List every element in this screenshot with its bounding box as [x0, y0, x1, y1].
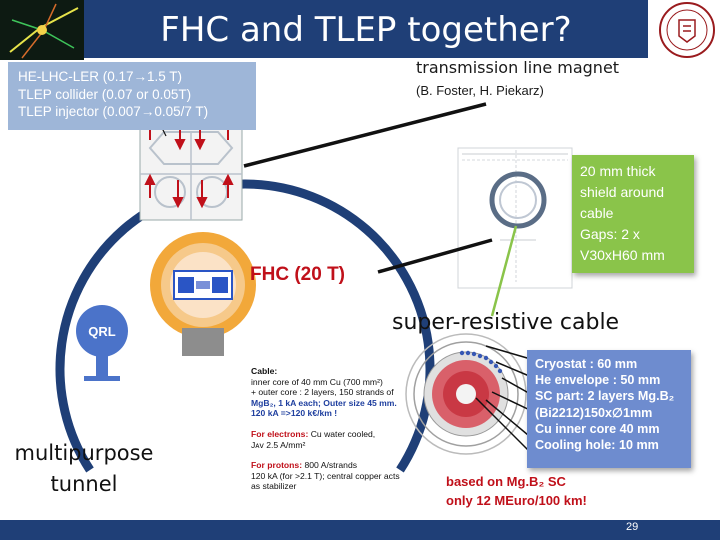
cost-note: based on Mg.B₂ SC only 12 MEuro/100 km!: [446, 472, 587, 510]
transmission-line-section: [458, 148, 572, 288]
cable-spec: Cooling hole: 10 mm: [535, 437, 691, 453]
note-line: based on Mg.B₂ SC: [446, 472, 587, 491]
magnet-credit: (B. Foster, H. Piekarz): [416, 83, 646, 98]
tunnel-line: multipurpose: [4, 438, 164, 469]
electrons-text: Cu water cooled,: [311, 429, 376, 439]
protons-line: as stabilizer: [251, 481, 431, 492]
cable-line: MgB₂, 1 kA each; Outer size 45 mm.: [251, 398, 431, 409]
cable-heading: Cable:: [251, 366, 431, 377]
cable-spec: He envelope : 50 mm: [535, 372, 691, 388]
shield-line: shield around: [580, 182, 694, 203]
shield-info-box: 20 mm thick shield around cable Gaps: 2 …: [572, 155, 694, 273]
energy-notes-box: HE-LHC-LER (0.17→1.5 T) TLEP collider (0…: [8, 62, 256, 130]
qrl-label: QRL: [88, 324, 116, 339]
qrl-pipe: [76, 305, 128, 381]
shield-line: Gaps: 2 x: [580, 224, 694, 245]
fhc-label: FHC (20 T): [250, 264, 345, 286]
footer-bar: [0, 520, 720, 540]
tunnel-label: multipurpose tunnel: [4, 438, 164, 500]
protons-text: 800 A/strands: [304, 460, 357, 470]
cable-specs-box: Cryostat : 60 mm He envelope : 50 mm SC …: [527, 350, 691, 468]
cable-line: inner core of 40 mm Cu (700 mm²): [251, 377, 431, 388]
cable-description: Cable: inner core of 40 mm Cu (700 mm²) …: [251, 366, 431, 492]
energy-note: TLEP collider (0.07 or 0.05T): [18, 86, 256, 104]
cable-line: 120 kA =>120 k€/km !: [251, 408, 431, 419]
magnet-label: transmission line magnet (B. Foster, H. …: [416, 58, 646, 98]
cable-spec: (Bi2212)150x∅1mm: [535, 405, 691, 421]
page-number: 29: [626, 521, 638, 533]
protons-heading: For protons:: [251, 460, 302, 470]
cable-line: + outer core : 2 layers, 150 strands of: [251, 387, 431, 398]
electrons-line: Jᴀᴠ 2.5 A/mm²: [251, 440, 431, 451]
electrons-heading: For electrons:: [251, 429, 308, 439]
magnet-title: transmission line magnet: [416, 58, 646, 77]
shield-line: cable: [580, 203, 694, 224]
shield-line: 20 mm thick: [580, 161, 694, 182]
energy-note: HE-LHC-LER (0.17→1.5 T): [18, 68, 256, 86]
super-resistive-label: super-resistive cable: [392, 310, 619, 335]
shield-line: V30xH60 mm: [580, 245, 694, 266]
tunnel-line: tunnel: [4, 469, 164, 500]
protons-line: 120 kA (for >2.1 T); central copper acts: [251, 471, 431, 482]
cable-spec: Cryostat : 60 mm: [535, 356, 691, 372]
cable-spec: SC part: 2 layers Mg.B₂: [535, 388, 691, 404]
fhc-cryostat: [150, 232, 256, 356]
note-line: only 12 MEuro/100 km!: [446, 491, 587, 510]
cable-spec: Cu inner core 40 mm: [535, 421, 691, 437]
energy-note: TLEP injector (0.007→0.05/7 T): [18, 103, 256, 121]
